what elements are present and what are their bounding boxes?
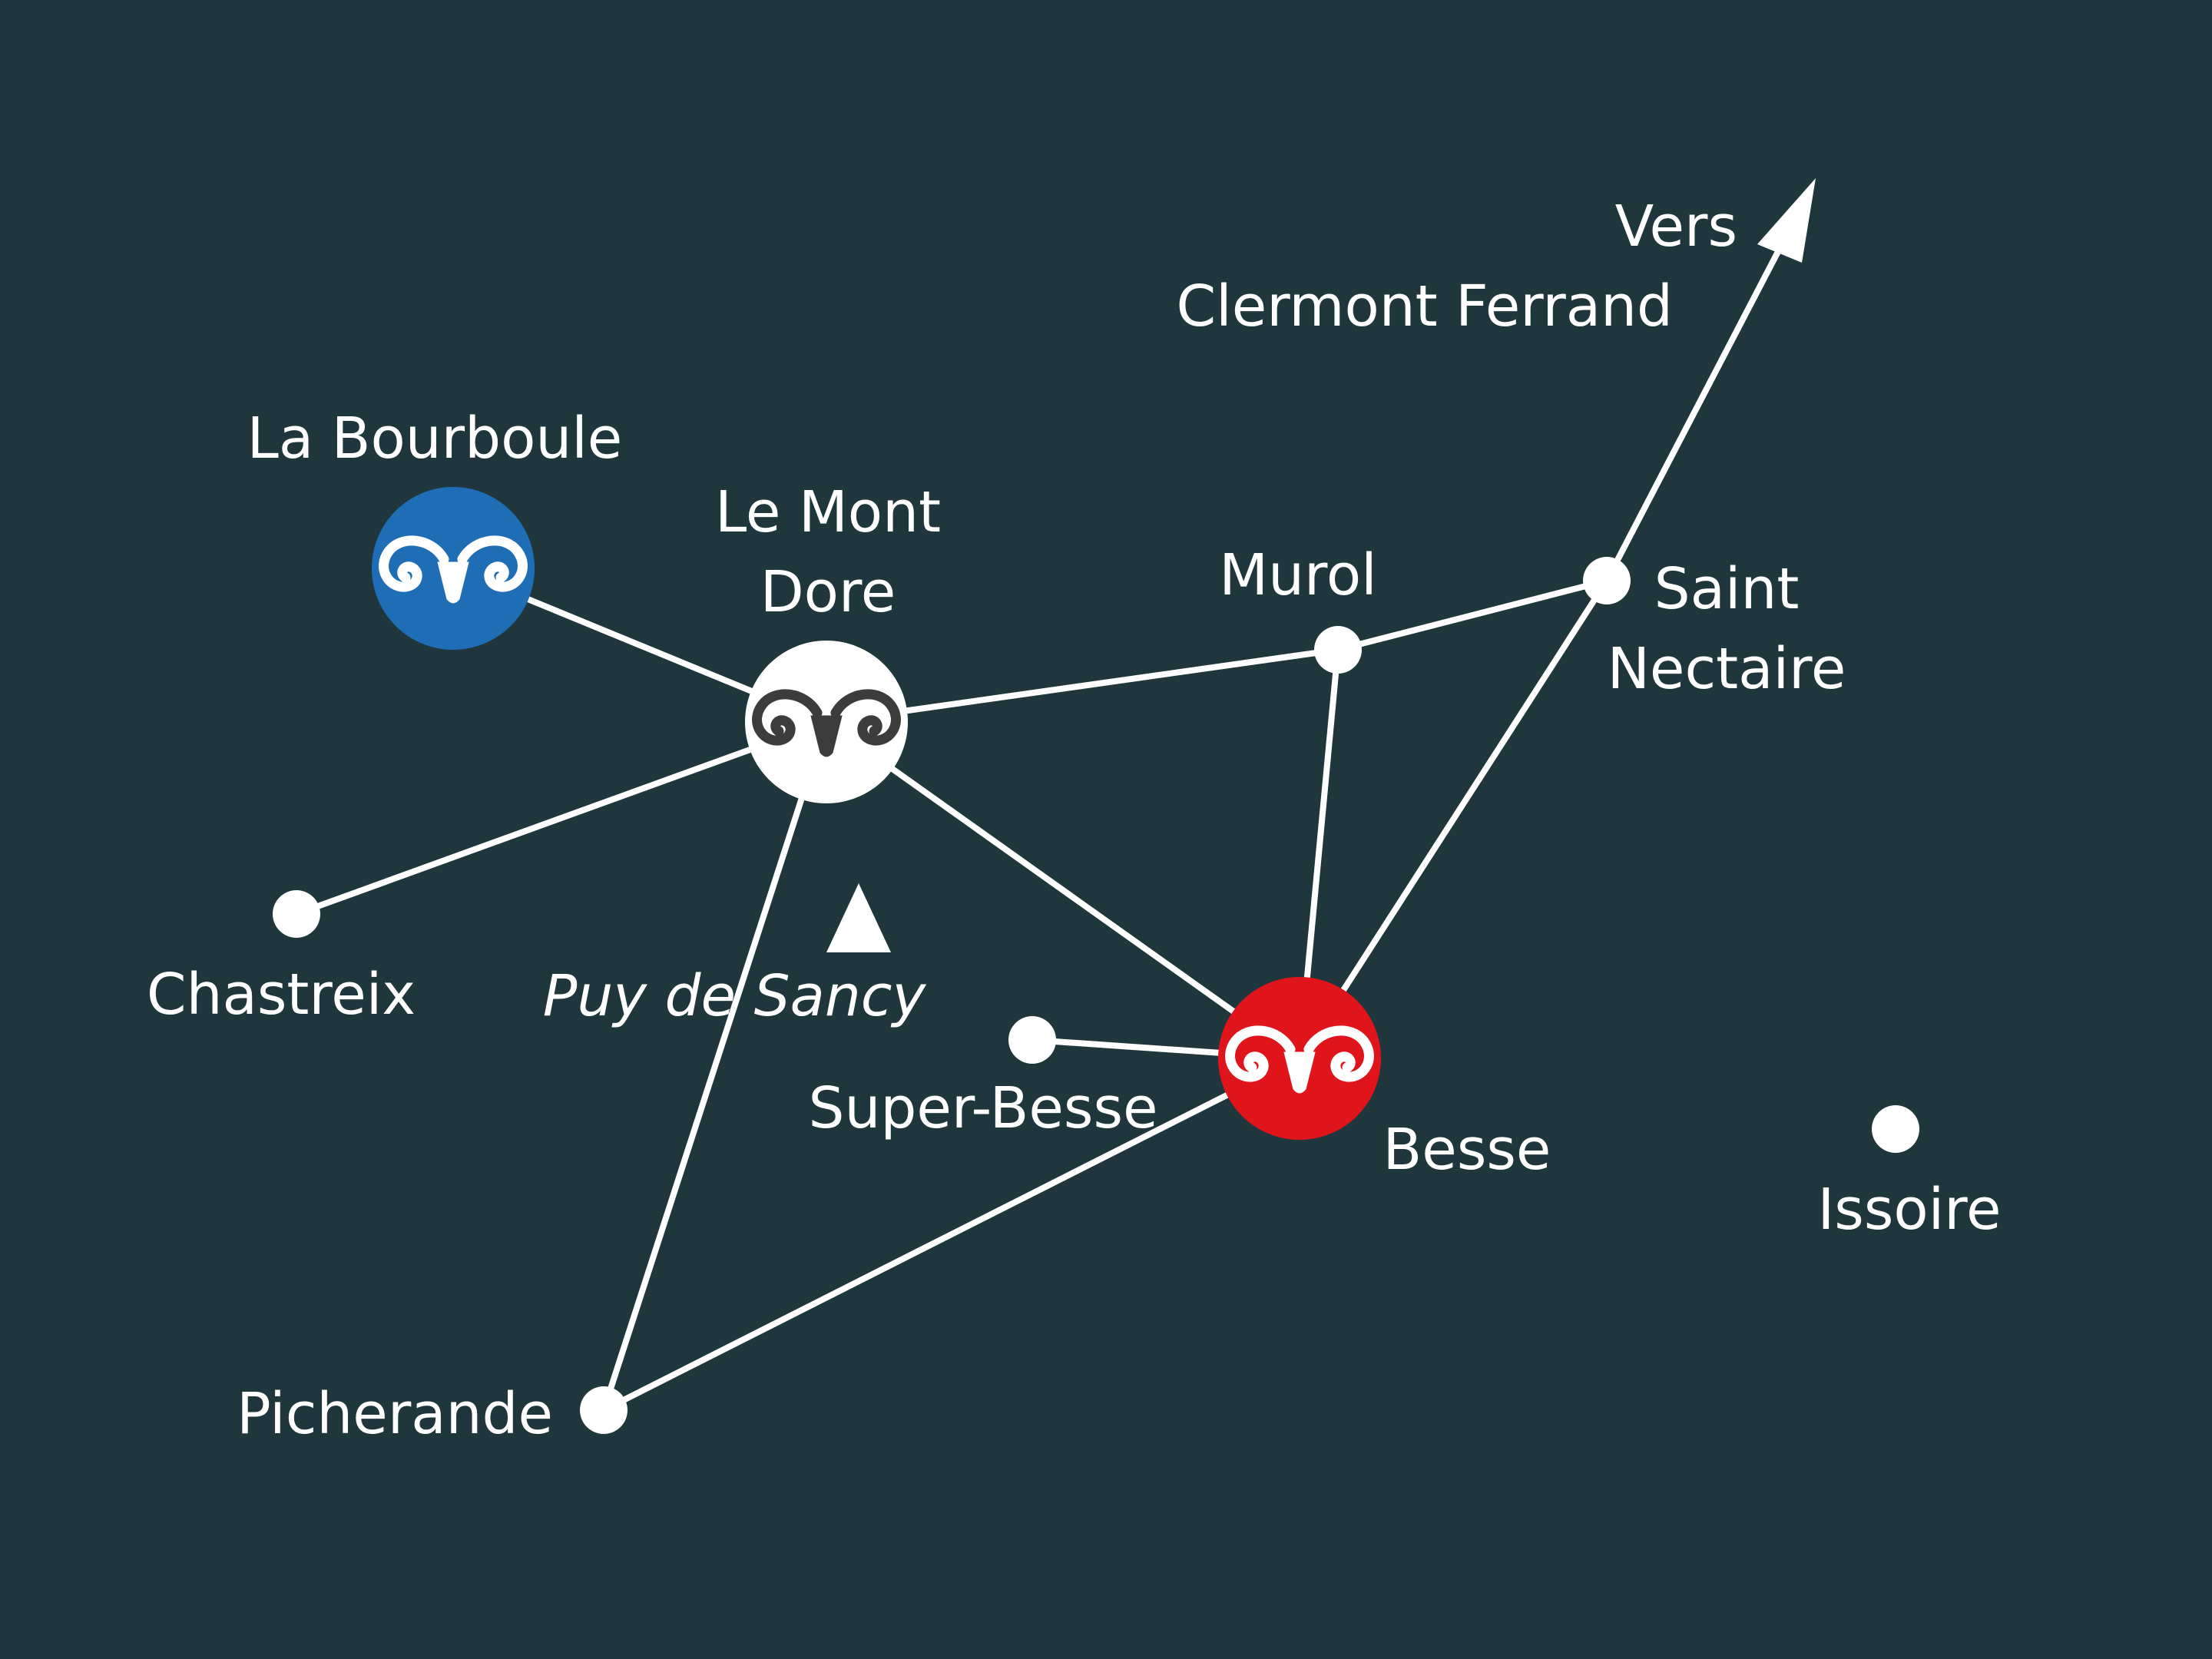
label-puy-de-sancy: Puy de Sancy (543, 963, 927, 1029)
label-vers: Vers (1615, 194, 1737, 260)
resort-besse[interactable] (1218, 977, 1381, 1140)
road-picherande-besse (601, 1055, 1303, 1413)
road-le-mont-dore-besse (823, 719, 1303, 1061)
road-saint-nectaire-clermont (1604, 241, 1785, 584)
mountain-triangle-icon (826, 883, 891, 952)
label-saint-nectaire-line2: Nectaire (1608, 636, 1846, 702)
label-issoire: Issoire (1817, 1177, 2001, 1243)
label-chastreix: Chastreix (147, 962, 416, 1028)
label-la-bourboule: La Bourboule (247, 406, 623, 472)
label-le-mont-dore-line2: Dore (760, 559, 896, 625)
label-murol: Murol (1219, 542, 1376, 608)
label-besse: Besse (1383, 1117, 1551, 1183)
town-dot-issoire (1872, 1105, 1919, 1153)
label-le-mont-dore-line1: Le Mont (715, 479, 941, 545)
label-picherande: Picherande (237, 1381, 553, 1447)
arrow-icon (1757, 178, 1816, 263)
road-besse-saint-nectaire (1296, 578, 1610, 1061)
road-network (293, 178, 1816, 1413)
road-chastreix-le-mont-dore (293, 719, 830, 917)
town-dot-saint-nectaire (1583, 557, 1631, 604)
town-dot-murol (1314, 626, 1362, 674)
resort-le-mont-dore[interactable] (745, 641, 908, 803)
label-super-besse: Super-Besse (808, 1075, 1157, 1141)
town-dot-super-besse (1008, 1016, 1056, 1064)
label-saint-nectaire-line1: Saint (1654, 556, 1800, 622)
label-clermont-ferrand: Clermont Ferrand (1177, 273, 1674, 339)
town-dot-chastreix (273, 890, 320, 938)
town-dot-picherande (580, 1386, 628, 1434)
road-le-mont-dore-murol (823, 647, 1341, 725)
road-le-mont-dore-picherande (601, 719, 830, 1413)
road-murol-saint-nectaire (1335, 578, 1610, 653)
resort-la-bourboule[interactable] (372, 487, 535, 650)
